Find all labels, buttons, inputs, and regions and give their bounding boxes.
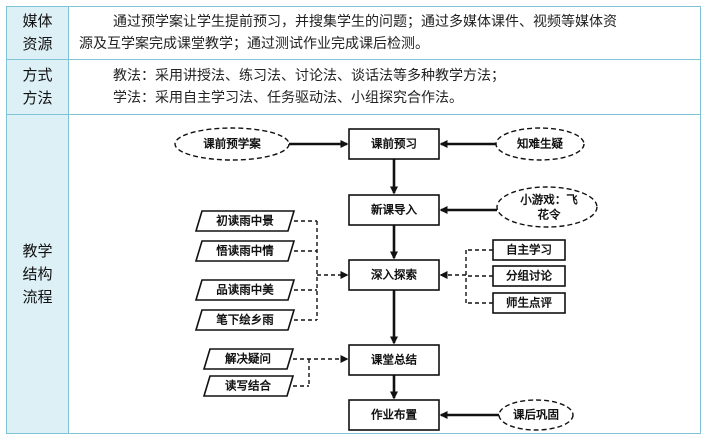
row-content: 课前预习 新课导入 深入探索 课堂总结 作业布置: [69, 115, 700, 433]
right-step-2: 分组讨论: [492, 265, 566, 287]
svg-text:师生点评: 师生点评: [506, 296, 552, 310]
oval-consolidate: 课后巩固: [498, 399, 574, 431]
oval-game: 小游戏：飞 花令: [496, 186, 598, 228]
svg-text:课后巩固: 课后巩固: [513, 408, 559, 422]
svg-text:作业布置: 作业布置: [371, 408, 417, 422]
paragraph-line: 源及互学案完成课堂教学；通过测试作业完成课后检测。: [79, 36, 429, 52]
svg-text:分组讨论: 分组讨论: [506, 269, 552, 283]
main-step-summary: 课堂总结: [348, 344, 440, 376]
row-label-text: 媒体资源: [22, 12, 53, 53]
row-teaching-flow: 教学结构流程 课前预习 新课导入: [7, 115, 700, 433]
left-step-4: 笔下绘乡雨: [194, 309, 296, 331]
flow-diagram: 课前预习 新课导入 深入探索 课堂总结 作业布置: [174, 127, 598, 431]
row-label: 教学结构流程: [7, 115, 69, 433]
svg-text:笔下绘乡雨: 笔下绘乡雨: [216, 313, 274, 327]
row-label: 方式方法: [7, 60, 69, 114]
svg-text:自主学习: 自主学习: [506, 243, 552, 257]
svg-text:解决疑问: 解决疑问: [225, 352, 271, 366]
row-label: 媒体资源: [7, 7, 69, 59]
svg-text:悟读雨中情: 悟读雨中情: [216, 244, 274, 258]
main-step-explore: 深入探索: [348, 259, 440, 291]
right-step-3: 师生点评: [492, 292, 566, 314]
svg-text:花令: 花令: [538, 208, 561, 222]
oval-question: 知难生疑: [495, 127, 585, 161]
main-step-preview: 课前预习: [348, 128, 440, 160]
paragraph-line: 教法：采用讲授法、练习法、讨论法、谈话法等多种教学方法；: [113, 68, 505, 84]
row-content: 教法：采用讲授法、练习法、讨论法、谈话法等多种教学方法； 学法：采用自主学习法、…: [69, 60, 700, 114]
svg-text:读写结合: 读写结合: [225, 379, 271, 393]
lesson-table: 媒体资源 通过预学案让学生提前预习，并搜集学生的问题；通过多媒体课件、视频等媒体…: [6, 6, 701, 434]
summary-step-2: 读写结合: [202, 375, 295, 397]
svg-text:课前预习: 课前预习: [371, 137, 417, 151]
svg-text:知难生疑: 知难生疑: [516, 137, 563, 151]
left-connectors: [294, 220, 349, 321]
svg-text:初读雨中景: 初读雨中景: [216, 214, 274, 228]
svg-text:新课导入: 新课导入: [371, 203, 417, 217]
left-step-2: 悟读雨中情: [194, 240, 296, 262]
svg-text:小游戏：飞: 小游戏：飞: [519, 193, 578, 207]
svg-text:课堂总结: 课堂总结: [371, 353, 417, 367]
right-step-1: 自主学习: [492, 239, 566, 261]
svg-text:课前预学案: 课前预学案: [203, 137, 261, 151]
main-step-homework: 作业布置: [348, 399, 440, 431]
row-label-text: 方式方法: [22, 66, 53, 107]
row-label-text: 教学结构流程: [22, 241, 53, 306]
svg-text:深入探索: 深入探索: [371, 268, 417, 282]
paragraph-line: 学法：采用自主学习法、任务驱动法、小组探究合作法。: [113, 90, 463, 106]
row-media-resources: 媒体资源 通过预学案让学生提前预习，并搜集学生的问题；通过多媒体课件、视频等媒体…: [7, 7, 700, 60]
left-step-3: 品读雨中美: [194, 279, 296, 301]
paragraph-line: 通过预学案让学生提前预习，并搜集学生的问题；通过多媒体课件、视频等媒体资: [113, 14, 617, 30]
main-step-intro: 新课导入: [348, 194, 440, 226]
left-step-1: 初读雨中景: [194, 210, 296, 232]
summary-step-1: 解决疑问: [202, 348, 295, 370]
right-connectors: [439, 249, 493, 304]
summary-connectors: [293, 355, 349, 387]
row-content: 通过预学案让学生提前预习，并搜集学生的问题；通过多媒体课件、视频等媒体资 源及互…: [69, 7, 700, 59]
svg-text:品读雨中美: 品读雨中美: [216, 283, 274, 297]
oval-preview-sheet: 课前预学案: [174, 127, 290, 161]
row-methods: 方式方法 教法：采用讲授法、练习法、讨论法、谈话法等多种教学方法； 学法：采用自…: [7, 60, 700, 115]
